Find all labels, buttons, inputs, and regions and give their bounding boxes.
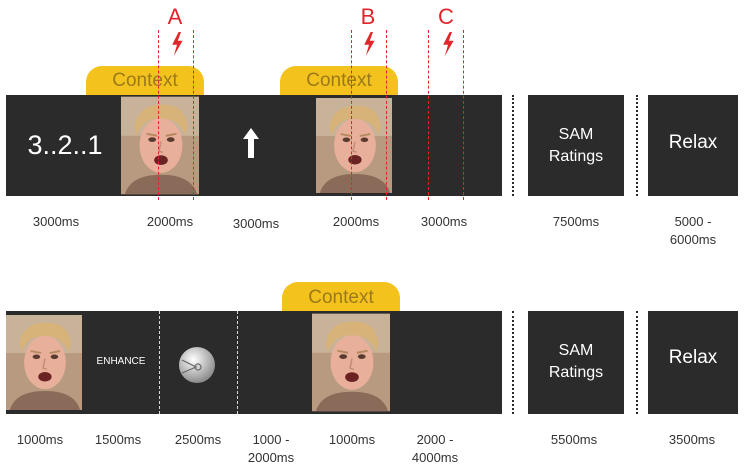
row1-separator-2 — [636, 95, 638, 196]
marker-b-line-right — [386, 30, 387, 200]
face-image-3 — [6, 311, 82, 414]
row1-separator-1 — [512, 95, 514, 196]
row2-sam-label: SAM Ratings — [548, 342, 604, 381]
context-tab-2 — [280, 66, 398, 96]
marker-a-line-left — [158, 30, 159, 200]
marker-c-line-right — [463, 30, 464, 200]
countdown-text: 3..2..1 — [27, 130, 103, 160]
row1-duration-7: 5000 - 6000ms — [669, 214, 717, 247]
context-tab-row2 — [282, 282, 400, 312]
up-arrow-icon — [243, 128, 259, 158]
row1-relax-label: Relax — [668, 132, 718, 153]
lightning-icon-a — [169, 32, 185, 56]
row1-duration-4: 2000ms — [332, 214, 380, 229]
row1-duration-3: 3000ms — [232, 216, 280, 231]
sphere-cue-icon — [179, 347, 215, 383]
row1-relax-block — [648, 95, 738, 196]
row2-duration-1: 1000ms — [16, 432, 64, 447]
row2-relax-label: Relax — [668, 347, 718, 368]
row2-relax-block — [648, 311, 738, 414]
row2-duration-8: 3500ms — [668, 432, 716, 447]
marker-a-line-right — [193, 30, 194, 200]
row1-duration-1: 3000ms — [32, 214, 80, 229]
row1-duration-5: 3000ms — [420, 214, 468, 229]
row2-timeline-bar — [6, 311, 502, 414]
row2-duration-6: 2000 - 4000ms — [411, 432, 459, 465]
marker-b-line-left — [351, 30, 352, 200]
lightning-icon-c — [440, 32, 456, 56]
row2-divider-2 — [237, 311, 238, 414]
row1-duration-2: 2000ms — [146, 214, 194, 229]
face-image-4 — [312, 311, 390, 414]
row1-duration-6: 7500ms — [552, 214, 600, 229]
row2-duration-5: 1000ms — [328, 432, 376, 447]
lightning-icon-b — [361, 32, 377, 56]
marker-c-line-left — [428, 30, 429, 200]
context-label-2: Context — [306, 70, 372, 91]
row2-duration-3: 2500ms — [174, 432, 222, 447]
row2-duration-2: 1500ms — [94, 432, 142, 447]
marker-c-label: C — [438, 4, 454, 29]
row1-sam-label: SAM Ratings — [548, 126, 604, 165]
face-image-2 — [316, 95, 392, 196]
marker-a-label: A — [167, 4, 183, 29]
face-image-1 — [121, 95, 199, 196]
row2-duration-7: 5500ms — [550, 432, 598, 447]
context-label-1: Context — [112, 70, 178, 91]
context-tab-1 — [86, 66, 204, 96]
context-label-row2: Context — [308, 287, 374, 308]
row2-sam-block — [528, 311, 624, 414]
row2-separator-2 — [636, 311, 638, 414]
row1-sam-block — [528, 95, 624, 196]
marker-b-label: B — [360, 4, 376, 29]
row2-duration-4: 1000 - 2000ms — [247, 432, 295, 465]
enhance-label: ENHANCE — [96, 356, 146, 367]
row2-divider-1 — [159, 311, 160, 414]
row2-separator-1 — [512, 311, 514, 414]
